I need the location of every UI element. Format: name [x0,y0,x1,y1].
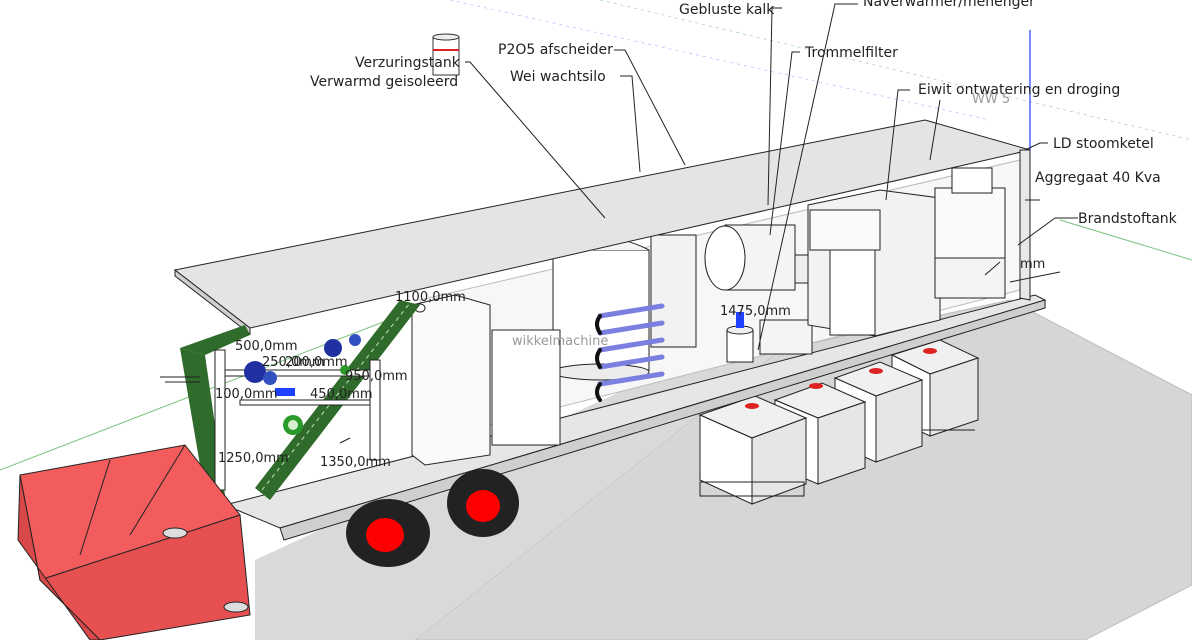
label-verzuringstank: Verzuringstank [355,55,461,71]
right-wall [1019,149,1031,301]
dim-1250: 1250,0mm [218,451,289,466]
dim-250: 250,0mm [262,355,325,370]
dim-500: 500,0mm [235,339,298,354]
silos [552,234,697,381]
label-ww: WW 5 [972,92,1010,107]
dim-100: 100,0mm [215,387,278,402]
label-verwarmd-geisoleerd: Verwarmd geisoleerd [310,74,458,90]
dim-mm-right: mm [1020,257,1045,272]
dim-1475: 1475,0mm [720,304,791,319]
dim-1350: 1350,0mm [320,455,391,470]
machine-boxes [411,294,561,466]
ibc-containers [698,339,980,505]
label-trommelfilter: Trommelfilter [804,45,898,61]
dim-950: 950,0mm [345,369,408,384]
label-ld-stoomketel: LD stoomketel [1053,136,1154,152]
label-gebluste-kalk: Gebluste kalk [679,2,775,18]
hopper [17,444,251,640]
dim-450: 450,0mm [310,387,373,402]
dim-200: 200,0mm [285,355,348,370]
wheels [346,469,519,567]
leader-lines [465,3,1078,351]
dimension-ticks [160,345,761,444]
ibc-container-4 [698,395,808,505]
label-wei-wachtsilo: Wei wachtsilo [510,69,606,85]
upper-shelf-edge [174,268,251,336]
verzuringstank-icon [432,33,460,76]
cooling-coil [595,303,665,402]
dryer-blocks [807,167,1006,337]
label-eiwit: Eiwit ontwatering en droging [918,82,1120,98]
label-wikkelmachine: wikkelmachine [512,334,608,349]
motors [244,334,361,435]
label-brandstoftank: Brandstoftank [1078,211,1178,227]
frame [214,349,381,491]
label-naverwarmer: Naverwarmer/menenger [863,0,1035,10]
small-tanks [726,312,813,363]
label-p2o5-afscheider: P2O5 afscheider [498,42,613,58]
label-aggregaat: Aggregaat 40 Kva [1035,170,1161,186]
dim-1100: 1100,0mm [395,290,466,305]
